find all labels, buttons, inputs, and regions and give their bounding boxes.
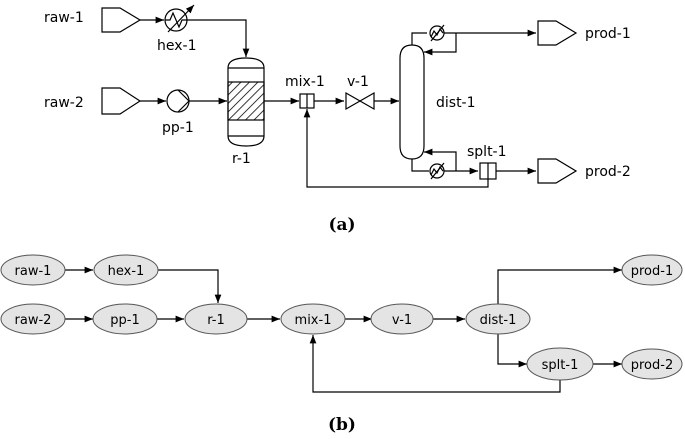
edge-dist1-prod1 (497, 266, 622, 304)
node-r-1: r-1 (184, 303, 248, 335)
raw-2-label: raw-2 (44, 95, 84, 111)
raw-1-label: raw-1 (44, 10, 84, 26)
recycle-stream (303, 109, 489, 188)
svg-text:dist-1: dist-1 (480, 313, 517, 328)
panel-a: raw-1 hex-1 raw-2 pp-1 r-1 (44, 4, 631, 235)
svg-text:v-1: v-1 (392, 313, 412, 328)
prod-1-product-symbol (537, 20, 578, 46)
v-1-valve-symbol (345, 91, 375, 111)
hex-1-exchanger-symbol (164, 4, 195, 33)
node-mix-1: mix-1 (280, 303, 346, 335)
boilup-stream (424, 148, 457, 171)
r-1-reactor-symbol (227, 57, 265, 147)
edge-dist1-splt1 (497, 334, 527, 368)
panel-b-caption: (b) (328, 415, 356, 435)
r-1-label: r-1 (232, 151, 251, 167)
pp-1-label: pp-1 (162, 120, 194, 136)
raw-1-feed-symbol (101, 7, 142, 33)
node-splt-1: splt-1 (526, 347, 594, 381)
prod-2-label: prod-2 (585, 164, 631, 180)
node-dist-1: dist-1 (465, 303, 531, 335)
svg-text:prod-1: prod-1 (631, 264, 673, 279)
node-raw-1: raw-1 (0, 254, 66, 286)
reboiler-exchanger-symbol (429, 162, 445, 180)
svg-text:raw-1: raw-1 (15, 264, 52, 279)
splt-1-label: splt-1 (467, 144, 507, 160)
dist-1-column-symbol (399, 44, 425, 160)
panel-a-caption: (a) (328, 215, 355, 235)
svg-text:mix-1: mix-1 (295, 313, 332, 328)
node-raw-2: raw-2 (0, 303, 66, 335)
reflux-stream (424, 33, 457, 56)
node-hex-1: hex-1 (93, 254, 159, 286)
node-v-1: v-1 (370, 303, 434, 335)
svg-text:pp-1: pp-1 (110, 313, 139, 328)
node-pp-1: pp-1 (92, 303, 158, 335)
pp-1-pump-symbol (166, 89, 190, 113)
prod-2-product-symbol (537, 158, 578, 184)
svg-text:splt-1: splt-1 (542, 358, 579, 373)
node-prod-2: prod-2 (621, 348, 683, 380)
edge-hex1-r1 (158, 269, 222, 303)
mix-1-label: mix-1 (285, 74, 325, 90)
svg-text:prod-2: prod-2 (631, 358, 673, 373)
stream-dist1-reboiler (411, 159, 429, 172)
stream-hex1-r1 (187, 19, 250, 57)
dist-1-label: dist-1 (436, 95, 476, 111)
v-1-label: v-1 (347, 74, 369, 90)
edge-splt1-mix1 (309, 335, 561, 393)
stream-dist1-condenser (411, 32, 427, 45)
raw-2-feed-symbol (101, 87, 142, 115)
svg-text:hex-1: hex-1 (108, 264, 145, 279)
hex-1-label: hex-1 (157, 38, 196, 54)
splt-1-splitter-symbol (479, 162, 497, 180)
node-prod-1: prod-1 (621, 254, 683, 286)
prod-1-label: prod-1 (585, 26, 631, 42)
condenser-exchanger-symbol (429, 24, 445, 42)
panel-b: raw-1 hex-1 raw-2 pp-1 r-1 mix-1 v-1 di (0, 254, 683, 435)
svg-text:r-1: r-1 (207, 313, 224, 328)
svg-text:raw-2: raw-2 (15, 313, 52, 328)
mix-1-mixer-symbol (299, 93, 315, 109)
